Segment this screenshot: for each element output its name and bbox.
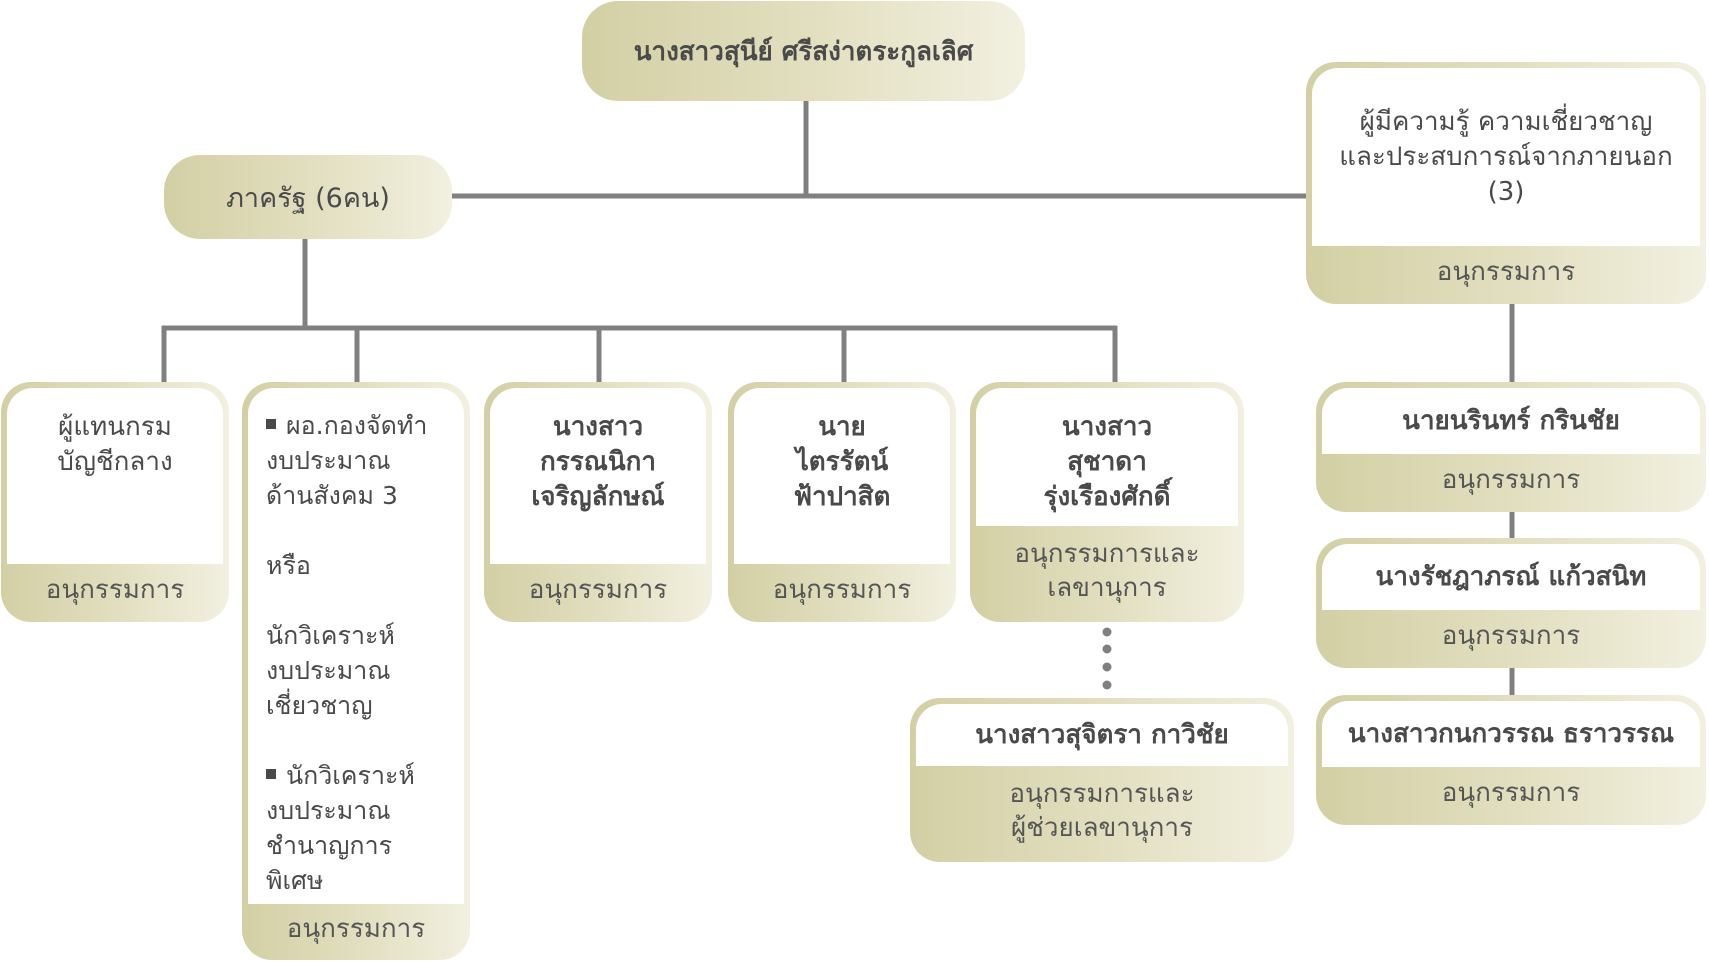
member-role: อนุกรรมการ [772,575,912,605]
assistant-secretary-role: อนุกรรมการและ ผู้ช่วยเลขานุการ [916,766,1288,856]
member-body: นางสาว กรรณนิกา เจริญลักษณ์ [490,388,706,564]
bullet-icon [266,419,276,429]
external-member-name: นางสาวกนกวรรณ ธราวรรณ [1347,718,1675,749]
assistant-secretary-body: นางสาวสุจิตรา กาวิชัย [916,704,1288,766]
external-member-box-narin: นายนรินทร์ กรินชัย อนุกรรมการ [1316,382,1706,512]
member-name-line: นาย [818,412,866,442]
external-experts-body: ผู้มีความรู้ ความเชี่ยวชาญ และประสบการณ์… [1312,68,1700,246]
member-list-line: งบประมาณ [266,796,391,825]
assistant-secretary-box: นางสาวสุจิตรา กาวิชัย อนุกรรมการและ ผู้ช… [910,698,1294,862]
external-member-role: อนุกรรมการ [1441,465,1581,495]
dotted-connector-dot [1102,680,1112,690]
member-role: อนุกรรมการ [528,575,668,605]
assistant-secretary-name: นางสาวสุจิตรา กาวิชัย [975,719,1229,750]
member-list-line: ผอ.กองจัดทำ [266,408,427,443]
member-name-line: ฟ้าปาสิต [793,482,891,512]
member-name-line: ไตรรัตน์ [795,447,889,477]
member-list-line: งบประมาณ [266,446,391,475]
member-list-line: เชี่ยวชาญ [266,691,373,720]
member-name-line: รุ่งเรืองศักดิ์ [1043,482,1171,512]
member-box-kannika: นางสาว กรรณนิกา เจริญลักษณ์ อนุกรรมการ [484,382,712,622]
external-member-role: อนุกรรมการ [1441,621,1581,651]
external-member-role: อนุกรรมการ [1441,778,1581,808]
member-name-line: นางสาว [552,412,644,442]
external-member-name: นางรัชฎาภรณ์ แก้วสนิท [1375,561,1647,592]
member-role: อนุกรรมการและ เลขานุการ [976,526,1238,616]
member-body: ผู้แทนกรม บัญชีกลาง [7,388,223,564]
member-box-suchada: นางสาว สุชาดา รุ่งเรืองศักดิ์ อนุกรรมการ… [970,382,1244,622]
member-role: อนุกรรมการ [45,575,185,605]
chair-box: นางสาวสุนีย์ ศรีสง่าตระกูลเลิศ [582,1,1025,101]
member-list-line: พิเศษ [266,866,324,895]
member-name-line: บัญชีกลาง [57,447,173,477]
assistant-secretary-role-line: อนุกรรมการและ [1009,779,1195,809]
external-experts-line: (3) [1487,176,1525,207]
member-name-line: เจริญลักษณ์ [531,482,665,512]
member-name-line: นางสาว [1061,412,1153,442]
member-box-budget: ผอ.กองจัดทำ งบประมาณ ด้านสังคม 3 หรือ นั… [242,382,470,960]
member-list-line: หรือ [266,551,311,580]
member-box-comptroller: ผู้แทนกรม บัญชีกลาง อนุกรรมการ [1,382,229,622]
member-name-line: สุชาดา [1067,447,1147,477]
external-member-name: นายนรินทร์ กรินชัย [1402,405,1620,436]
member-body: นางสาว สุชาดา รุ่งเรืองศักดิ์ [976,388,1238,526]
member-role-line: เลขานุการ [1047,573,1167,603]
external-experts-box: ผู้มีความรู้ ความเชี่ยวชาญ และประสบการณ์… [1306,62,1706,304]
external-member-box-ratchada: นางรัชฎาภรณ์ แก้วสนิท อนุกรรมการ [1316,538,1706,668]
external-member-body: นายนรินทร์ กรินชัย [1322,388,1700,454]
bullet-icon [266,769,276,779]
member-list-line: ชำนาญการ [266,831,393,860]
member-name-line: กรรณนิกา [540,447,656,477]
member-list-body: ผอ.กองจัดทำ งบประมาณ ด้านสังคม 3 หรือ นั… [248,388,464,904]
external-member-box-kanokwan: นางสาวกนกวรรณ ธราวรรณ อนุกรรมการ [1316,695,1706,825]
member-body: นาย ไตรรัตน์ ฟ้าปาสิต [734,388,950,564]
external-member-body: นางรัชฎาภรณ์ แก้วสนิท [1322,544,1700,610]
member-box-trairat: นาย ไตรรัตน์ ฟ้าปาสิต อนุกรรมการ [728,382,956,622]
member-role: อนุกรรมการ [286,914,426,944]
external-experts-role: อนุกรรมการ [1436,257,1576,287]
member-list-line: นักวิเคราะห์ [266,758,415,793]
dotted-connector-dot [1102,644,1112,654]
dotted-connector-dot [1102,627,1112,637]
public-sector-label: ภาครัฐ (6คน) [226,182,390,214]
chair-name: นางสาวสุนีย์ ศรีสง่าตระกูลเลิศ [633,36,974,67]
member-list-line: งบประมาณ [266,656,391,685]
dotted-connector-dot [1102,662,1112,672]
external-member-body: นางสาวกนกวรรณ ธราวรรณ [1322,701,1700,767]
member-role-line: อนุกรรมการและ [1014,539,1200,569]
member-name-line: ผู้แทนกรม [58,412,172,442]
external-experts-line: และประสบการณ์จากภายนอก [1339,141,1673,172]
member-list-line: ด้านสังคม 3 [266,481,398,510]
assistant-secretary-role-line: ผู้ช่วยเลขานุการ [1011,813,1193,843]
external-experts-line: ผู้มีความรู้ ความเชี่ยวชาญ [1359,106,1653,137]
member-list-line: นักวิเคราะห์ [266,621,395,650]
public-sector-box: ภาครัฐ (6คน) [164,155,452,239]
